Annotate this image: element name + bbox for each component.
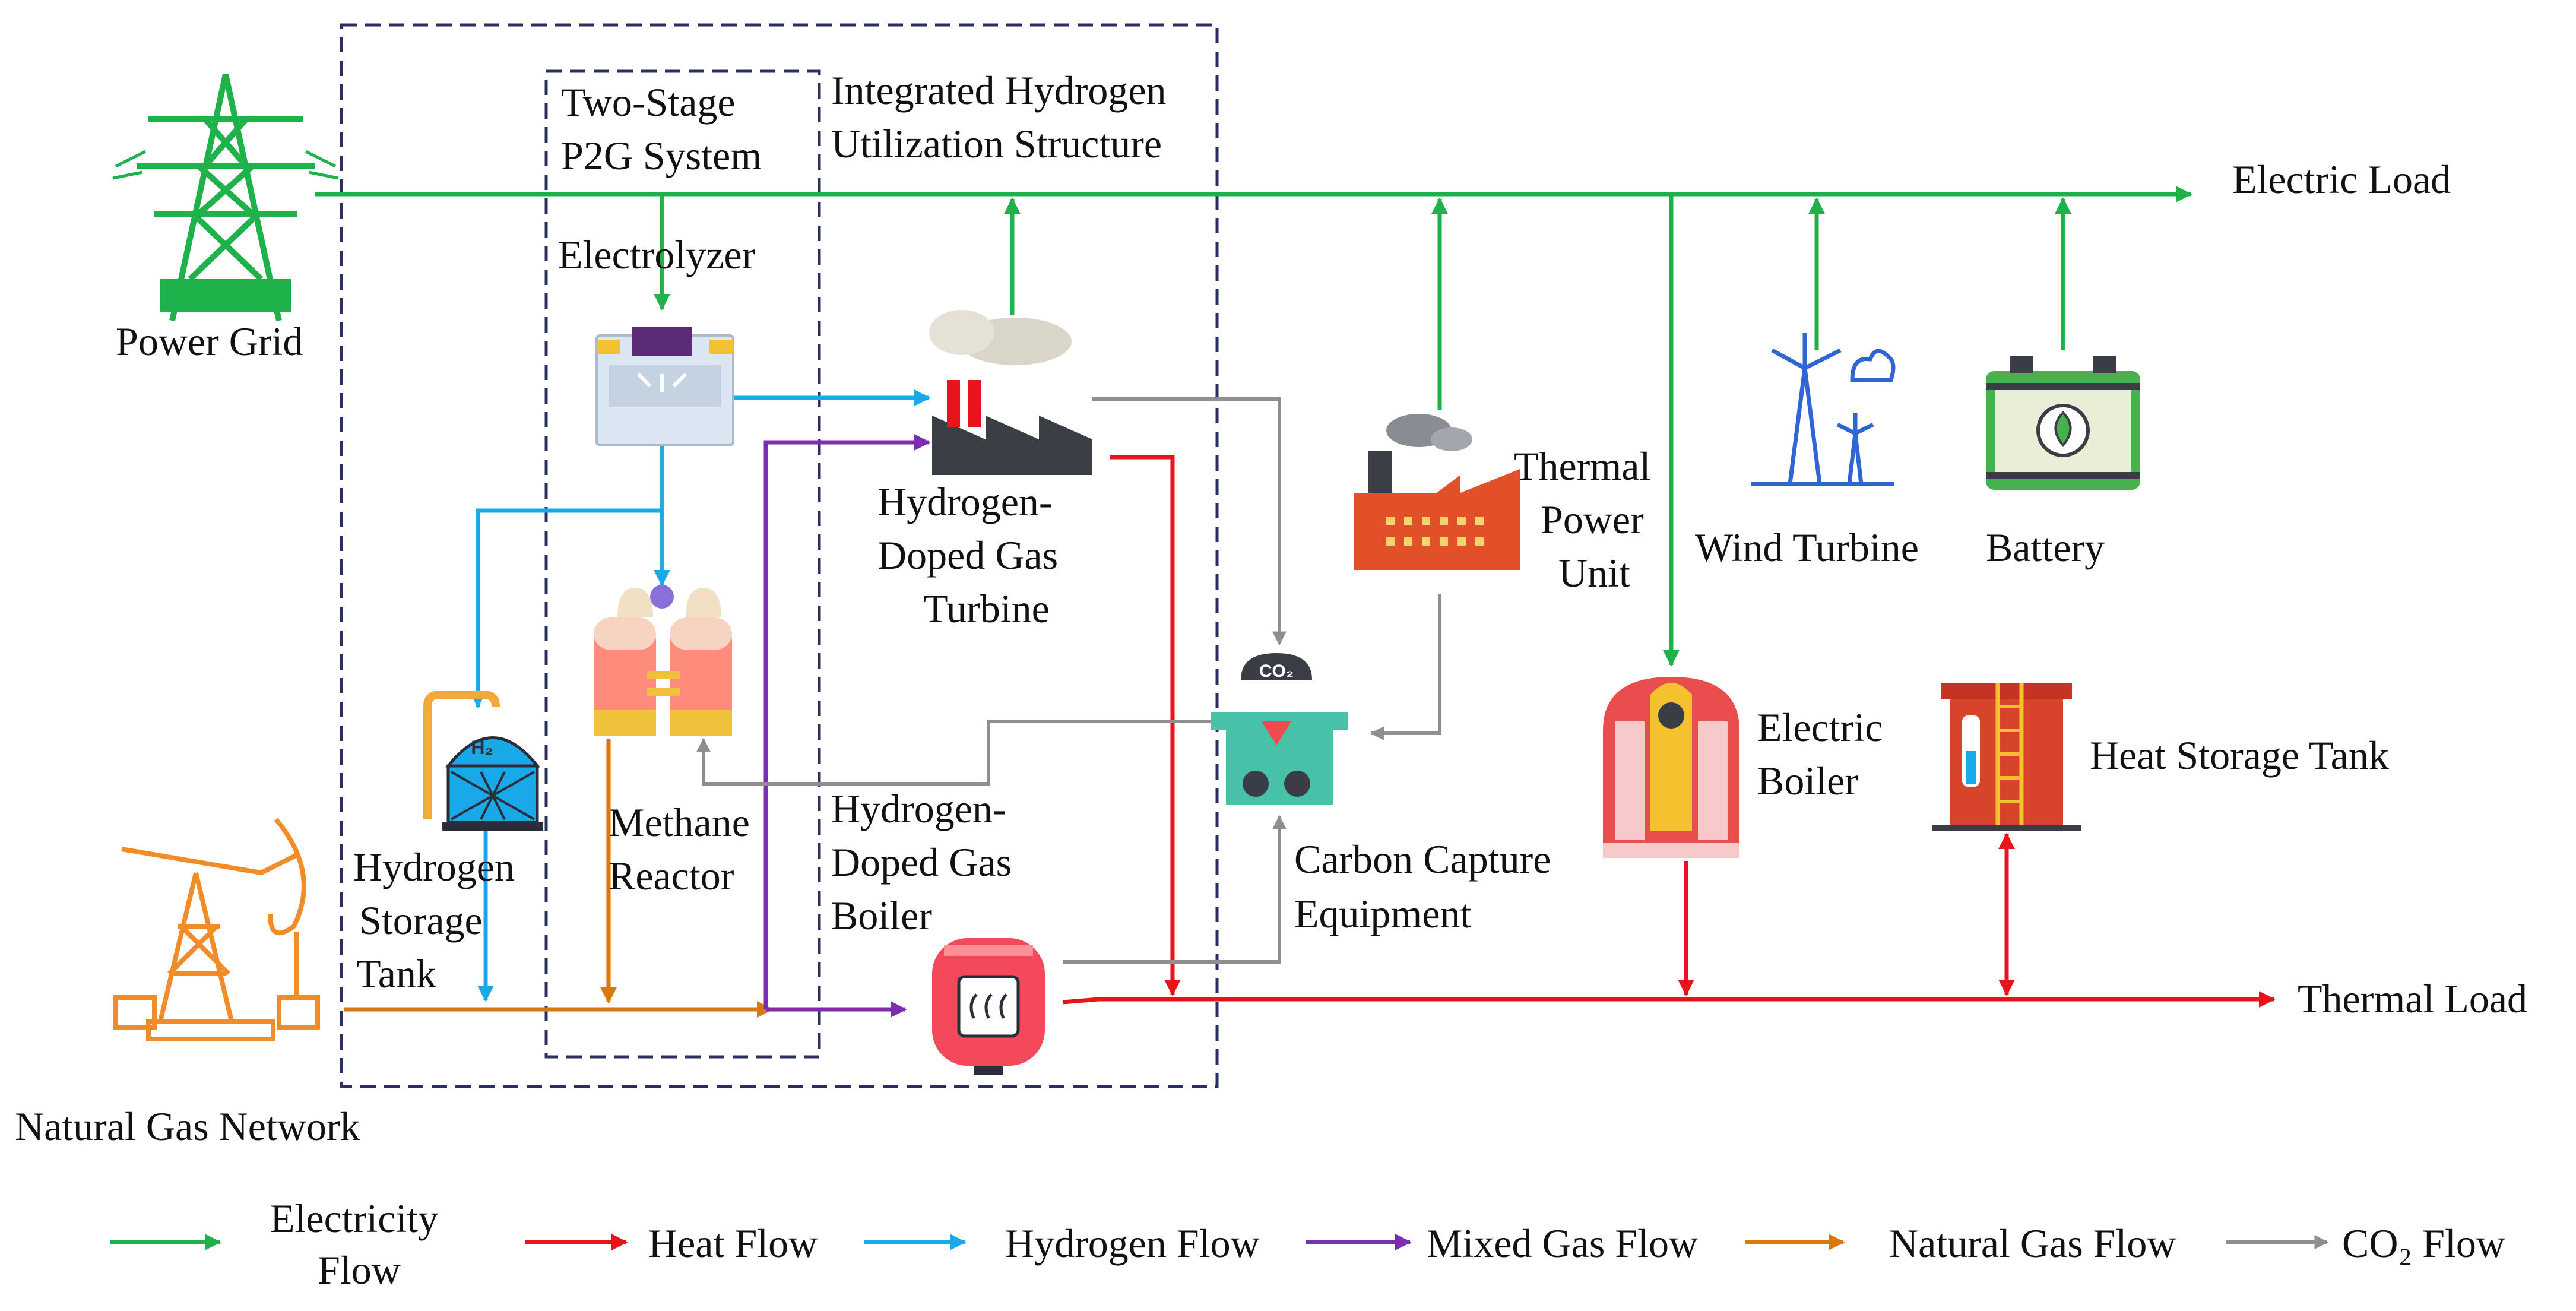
legend-hydrogen-label: Hydrogen Flow [1005, 1221, 1260, 1266]
hydrogen-storage-label-line3: Tank [356, 951, 436, 996]
electric-boiler-label-line1: Electric [1757, 705, 1883, 750]
turbine-co2-flow [1092, 397, 1287, 646]
thermal-unit-co2-flow [1370, 594, 1441, 740]
p2g-system-boundary [544, 69, 821, 1059]
thermal-load-line [1062, 991, 2276, 1008]
carbon-capture-label-line1: Carbon Capture [1294, 837, 1551, 882]
integrated-title-line2: Utilization Structure [831, 121, 1162, 166]
gas-turbine-label-line1: Hydrogen- [877, 479, 1053, 524]
mixed-gas-to-turbine [763, 434, 931, 1009]
integrated-structure-boundary [340, 23, 1219, 1088]
gas-boiler-label-line2: Doped Gas [831, 840, 1012, 885]
p2g-title-line1: Two-Stage [561, 80, 736, 125]
legend-electricity-line2: Flow [318, 1247, 401, 1293]
electrolyzer-to-storage-h2 [470, 508, 662, 708]
electric-boiler-icon [1603, 677, 1739, 858]
p2g-title-line2: P2G System [561, 133, 762, 178]
boiler-co2-flow [1063, 815, 1287, 964]
electrolyzer-label: Electrolyzer [558, 232, 756, 277]
legend-mixed-label: Mixed Gas Flow [1427, 1221, 1698, 1266]
carbon-capture-label-line2: Equipment [1294, 891, 1472, 936]
ccu-to-methane-co2-flow [696, 720, 1211, 786]
hydrogen-storage-label-line1: Hydrogen [353, 844, 515, 889]
pump-jack-icon [113, 818, 320, 1041]
legend-natural-gas-label: Natural Gas Flow [1889, 1221, 2176, 1266]
gas-boiler-label-line1: Hydrogen- [831, 786, 1006, 831]
battery-label: Battery [1986, 525, 2105, 570]
legend: Electricity Flow Heat Flow Hydrogen Flow… [110, 1196, 2505, 1293]
battery-icon [1986, 356, 2140, 490]
node-labels: Power Grid Electric Load Thermal Load Na… [15, 68, 2527, 1149]
natural-gas-flows [344, 739, 774, 1018]
gas-turbine-factory-icon [929, 310, 1092, 475]
legend-electricity-line1: Electricity [270, 1196, 438, 1241]
power-tower-icon [112, 73, 339, 322]
heat-flows [1062, 455, 2276, 1008]
methane-reactor-icon [594, 585, 732, 736]
electric-load-label: Electric Load [2232, 157, 2451, 202]
gas-turbine-label-line2: Doped Gas [877, 533, 1058, 578]
legend-heat-label: Heat Flow [648, 1221, 818, 1266]
carbon-capture-icon: CO₂ [1211, 653, 1348, 805]
power-grid-label: Power Grid [116, 319, 303, 364]
co2-tag: CO₂ [1259, 661, 1294, 681]
hydrogen-flows [470, 390, 931, 1002]
thermal-unit-label-line2: Power [1541, 497, 1644, 542]
co2-flows [696, 397, 1441, 964]
gas-boiler-label-line3: Boiler [831, 893, 932, 938]
hydrogen-storage-tank-icon: H₂ [423, 691, 543, 831]
thermal-load-label: Thermal Load [2298, 976, 2527, 1021]
thermal-power-factory-icon [1354, 414, 1520, 570]
gas-boiler-icon [932, 938, 1045, 1075]
natural-gas-network-label: Natural Gas Network [15, 1104, 360, 1149]
gas-turbine-label-line3: Turbine [923, 586, 1050, 631]
wind-turbine-label: Wind Turbine [1695, 525, 1919, 570]
wind-turbine-icon [1751, 332, 1896, 486]
heat-storage-label: Heat Storage Tank [2090, 733, 2389, 778]
electricity-flows [315, 186, 2192, 667]
hydrogen-storage-label-line2: Storage [359, 898, 483, 943]
methane-reactor-label-line1: Methane [609, 800, 750, 845]
integrated-title-line1: Integrated Hydrogen [831, 68, 1167, 113]
mixed-gas-flows [763, 434, 931, 1018]
turbine-heat-flow [1110, 455, 1181, 996]
thermal-unit-label-line3: Unit [1558, 550, 1630, 596]
legend-co2-label: CO₂ Flow [2342, 1221, 2505, 1266]
h2-tag: H₂ [471, 737, 493, 758]
electric-boiler-label-line2: Boiler [1757, 758, 1858, 803]
thermal-unit-label-line1: Thermal [1514, 444, 1650, 489]
methane-reactor-label-line2: Reactor [609, 853, 734, 898]
electrolyzer-icon [595, 327, 734, 446]
heat-storage-tank-icon [1932, 683, 2081, 831]
